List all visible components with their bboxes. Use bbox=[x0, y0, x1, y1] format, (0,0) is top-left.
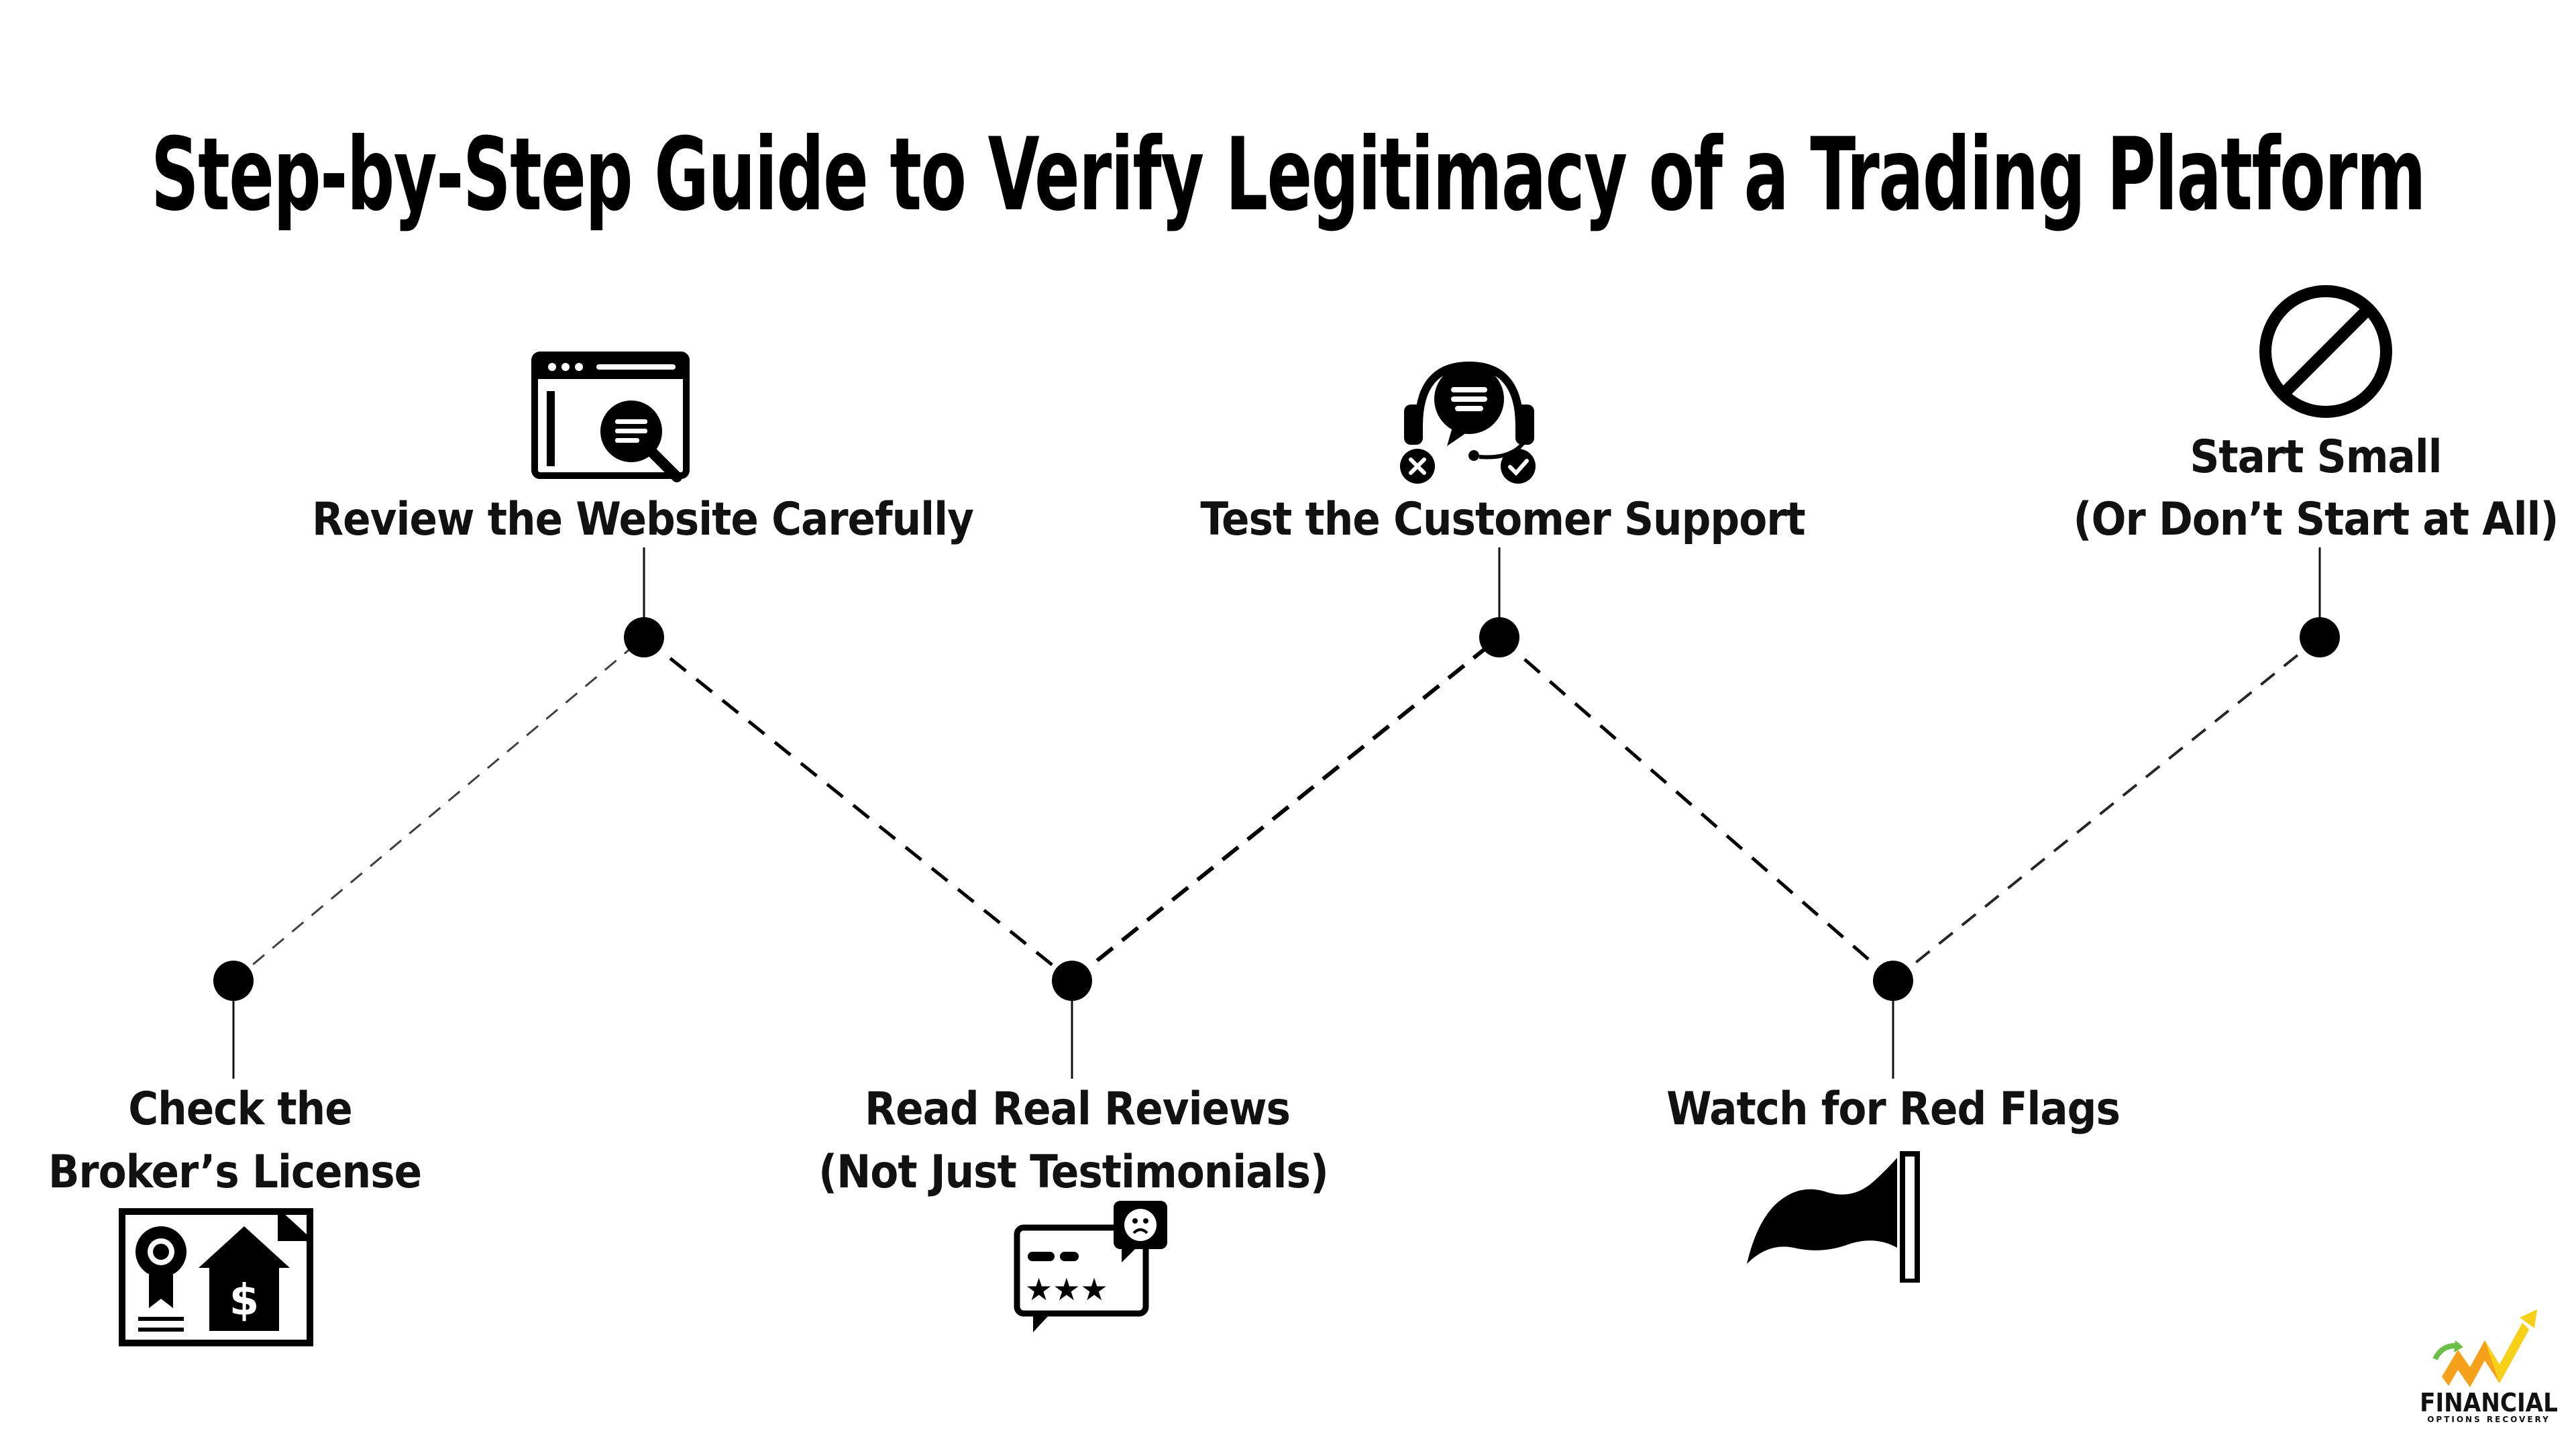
red-flag-icon bbox=[1747, 1151, 1920, 1283]
reviews-rating-icon: ★★★ bbox=[1014, 1201, 1167, 1332]
website-search-icon bbox=[531, 352, 690, 482]
step-1-node bbox=[213, 961, 254, 1001]
timeline-nodes bbox=[213, 617, 2340, 1001]
step-5-node bbox=[1873, 961, 1913, 1001]
step-3-node bbox=[1052, 961, 1092, 1001]
page-title: Step-by-Step Guide to Verify Legitimacy … bbox=[151, 117, 2425, 233]
step-3-label-line-2: (Not Just Testimonials) bbox=[818, 1146, 1328, 1199]
step-1-label-line-2: Broker’s License bbox=[48, 1146, 421, 1199]
timeline-segment-1 bbox=[233, 636, 645, 982]
step-1-label-line-1: Check the bbox=[128, 1083, 352, 1136]
step-5-label-line-1: Watch for Red Flags bbox=[1666, 1083, 2120, 1136]
step-2-node bbox=[624, 617, 664, 657]
step-4-label-line-1: Test the Customer Support bbox=[1200, 493, 1805, 546]
prohibited-sign-icon bbox=[2259, 285, 2392, 418]
timeline-segment-2 bbox=[643, 636, 1073, 982]
step-6-node bbox=[2300, 617, 2340, 657]
license-certificate-icon: $ bbox=[119, 1208, 313, 1346]
timeline-path bbox=[233, 635, 2321, 983]
financial-options-recovery-logo: FINANCIAL OPTIONS RECOVERY bbox=[2420, 1309, 2558, 1424]
step-6-label-line-1: Start Small bbox=[2190, 431, 2441, 484]
svg-text:★★★: ★★★ bbox=[1025, 1271, 1108, 1307]
svg-text:$: $ bbox=[229, 1276, 260, 1326]
logo-subtitle: OPTIONS RECOVERY bbox=[2427, 1415, 2551, 1424]
logo-name: FINANCIAL bbox=[2420, 1388, 2558, 1417]
timeline-segment-3 bbox=[1071, 635, 1501, 983]
connector-lines bbox=[232, 547, 2321, 1079]
timeline-segment-4 bbox=[1498, 636, 1894, 982]
step-6-label-line-2: (Or Don’t Start at All) bbox=[2074, 493, 2559, 546]
step-3-label-line-1: Read Real Reviews bbox=[865, 1083, 1290, 1136]
step-2-label-line-1: Review the Website Carefully bbox=[312, 493, 973, 546]
customer-support-icon bbox=[1400, 361, 1536, 484]
step-4-node bbox=[1479, 617, 1519, 657]
timeline-segment-5 bbox=[1892, 636, 2321, 982]
